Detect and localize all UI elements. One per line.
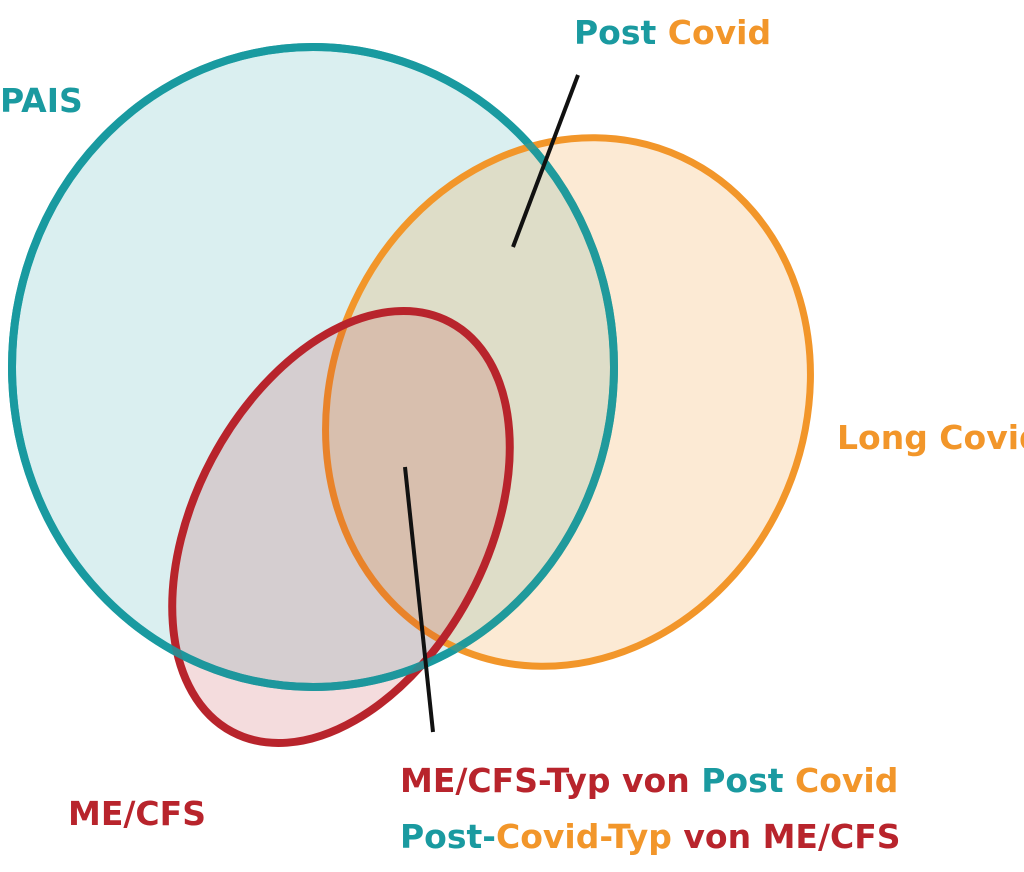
post-covid-label: Post Covid bbox=[574, 16, 771, 49]
post-covid-pointer bbox=[511, 74, 580, 248]
bottom-line2-part3: von ME/CFS bbox=[683, 817, 901, 856]
post-covid-type-of-mecfs-label: Post-Covid-Typ von ME/CFS bbox=[400, 820, 901, 853]
long-covid-label: Long Covid bbox=[837, 418, 1024, 457]
bottom-line1-part1: ME/CFS-Typ bbox=[400, 761, 611, 800]
post-covid-label-part2: Covid bbox=[667, 13, 772, 52]
bottom-line2-part2: Covid-Typ bbox=[495, 817, 672, 856]
mecfs-label: ME/CFS bbox=[68, 794, 206, 833]
mecfs-type-of-post-covid-label: ME/CFS-Typ von Post Covid bbox=[400, 764, 898, 797]
intersection-pointer bbox=[403, 466, 435, 733]
bottom-line1-part3: Post bbox=[701, 761, 784, 800]
pais-label: PAIS bbox=[0, 81, 83, 120]
pais-outline bbox=[8, 43, 618, 691]
post-covid-label-part1: Post bbox=[574, 13, 657, 52]
bottom-line2-part1: Post- bbox=[400, 817, 496, 856]
bottom-line1-part2: von bbox=[622, 761, 690, 800]
bottom-line1-part4: Covid bbox=[795, 761, 899, 800]
mecfs-set bbox=[168, 306, 514, 748]
